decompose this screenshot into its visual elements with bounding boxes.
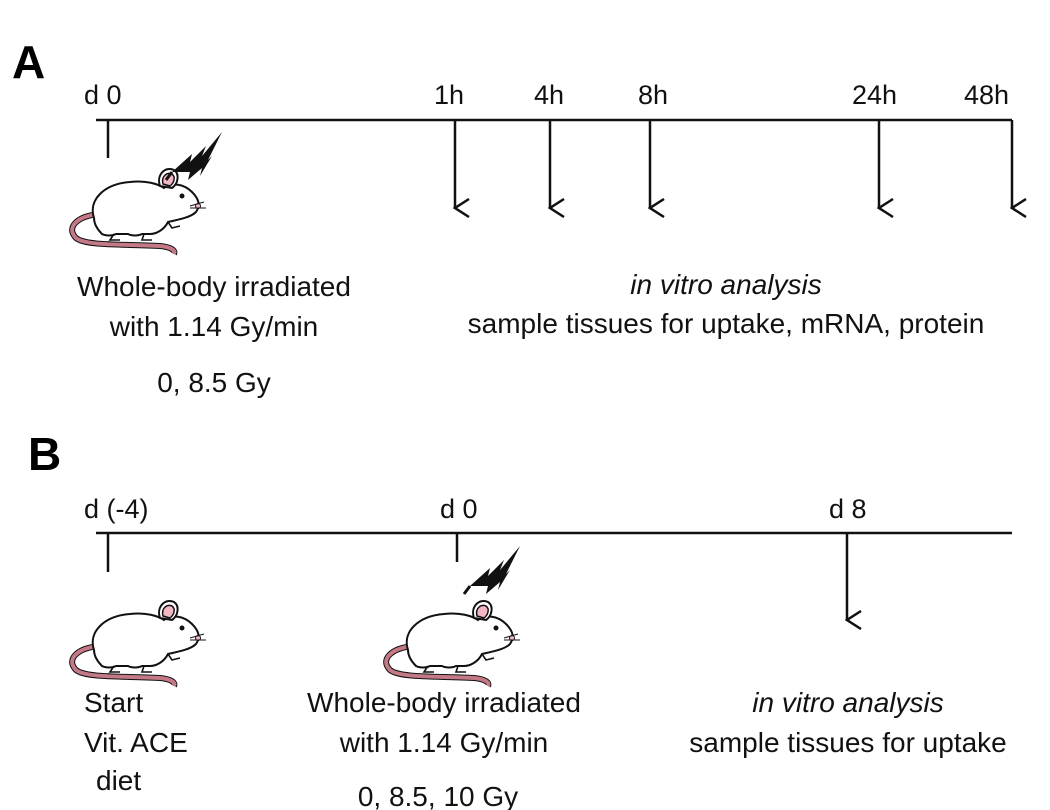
panel-a-right-caption-line2: sample tissues for uptake, mRNA, protein: [468, 308, 985, 339]
panel-b-timepoint-d8: d 8: [829, 494, 867, 524]
panel-b-right-caption-line2: sample tissues for uptake: [689, 727, 1007, 758]
panel-b-middle-caption-line1: Whole-body irradiated: [307, 687, 581, 718]
panel-a-right-caption-line1: in vitro analysis: [630, 269, 821, 300]
panel-b-timepoint-d0: d 0: [440, 494, 478, 524]
panel-b-left-caption-line1: Start: [84, 687, 143, 718]
panel-b-right-caption-line1: in vitro analysis: [752, 687, 943, 718]
panel-a-left-caption-line1: Whole-body irradiated: [77, 271, 351, 302]
panel-a-timepoint-1h: 1h: [434, 80, 464, 110]
panel-b-left-caption-line3: diet: [96, 765, 141, 796]
panel-a-dose: 0, 8.5 Gy: [157, 367, 271, 398]
panel-a-left-caption-line2: with 1.14 Gy/min: [109, 311, 319, 342]
panel-b-left-caption-line2: Vit. ACE: [84, 727, 188, 758]
panel-b-mouse-icon-irradiated: [386, 601, 520, 686]
panel-b-timepoint-dminus4: d (-4): [84, 494, 149, 524]
panel-a-timepoint-4h: 4h: [534, 80, 564, 110]
panel-b-mouse-icon-diet: [72, 601, 206, 686]
panel-b-letter: B: [28, 428, 61, 480]
panel-b-lightning-icon: [462, 544, 522, 596]
panel-a-timepoint-d0: d 0: [84, 80, 122, 110]
panel-a-timepoint-48h: 48h: [964, 80, 1009, 110]
panel-a-timepoint-8h: 8h: [638, 80, 668, 110]
panel-b-middle-caption-line2: with 1.14 Gy/min: [339, 727, 549, 758]
panel-a-mouse-icon: [72, 169, 206, 254]
panel-a-timepoint-24h: 24h: [852, 80, 897, 110]
panel-a-letter: A: [12, 36, 45, 88]
panel-b-dose: 0, 8.5, 10 Gy: [358, 781, 518, 810]
